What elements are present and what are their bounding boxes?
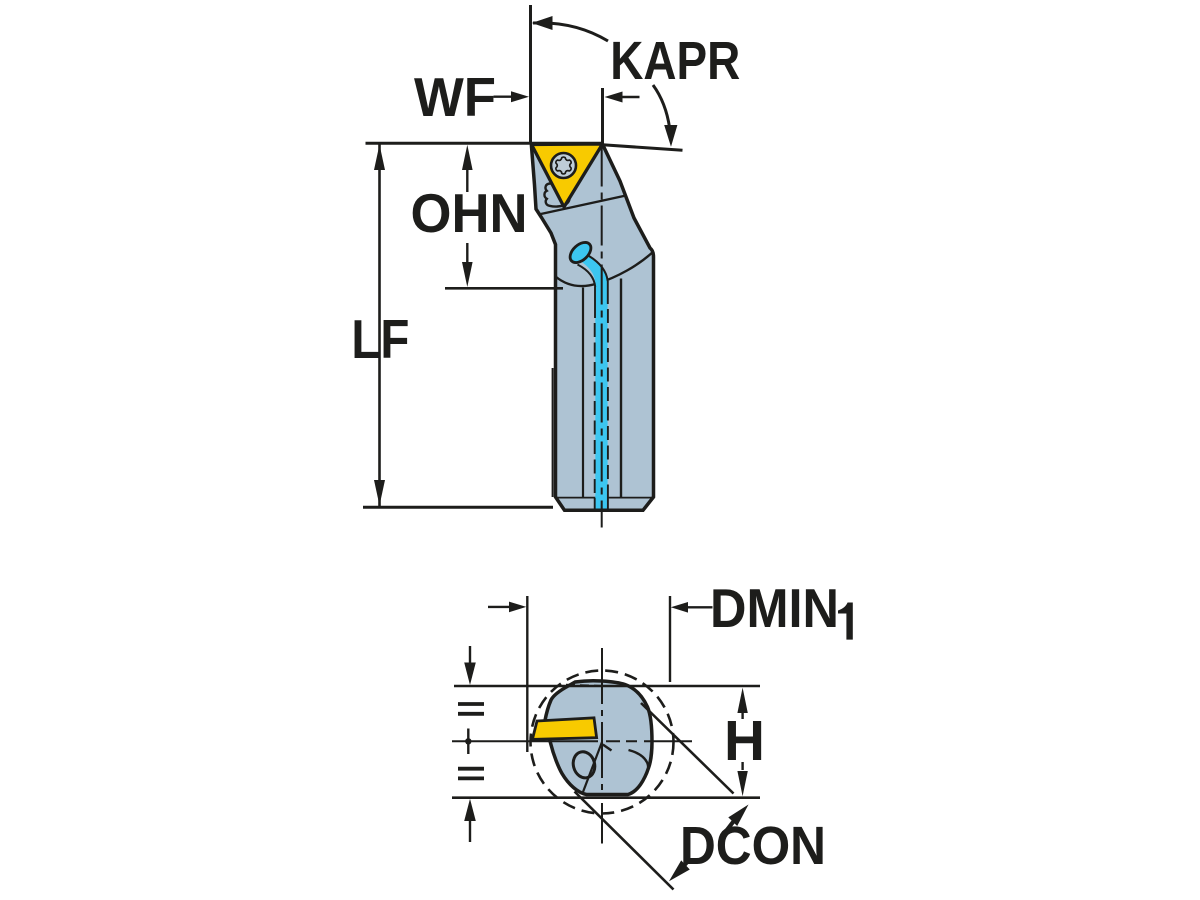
svg-text:H: H [724,709,765,773]
svg-text:WF: WF [414,66,496,128]
svg-text:KAPR: KAPR [610,31,740,91]
svg-text:LF: LF [351,308,409,370]
svg-text:DCON: DCON [680,816,826,876]
svg-text:OHN: OHN [411,182,528,244]
svg-text:DMIN: DMIN [710,577,839,639]
